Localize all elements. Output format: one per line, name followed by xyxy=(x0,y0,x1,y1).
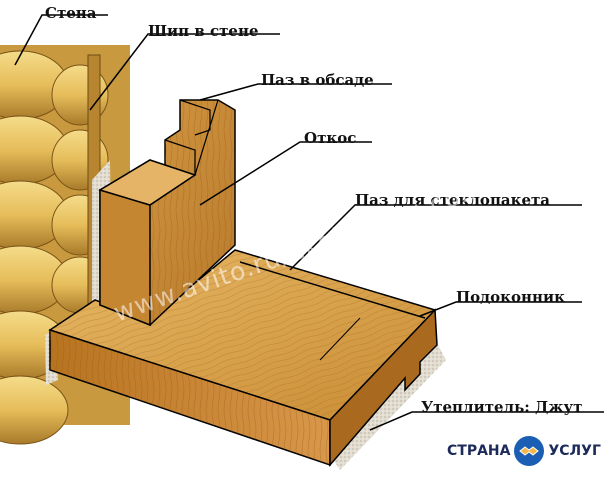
leader-lines xyxy=(14,14,604,431)
window-sill-board xyxy=(48,249,438,468)
label-wall-tenon: Шип в стене xyxy=(148,22,259,40)
window-jamb xyxy=(98,99,236,327)
leader-frame-groove xyxy=(199,83,392,101)
label-frame-groove: Паз в обсаде xyxy=(261,71,374,89)
handshake-icon xyxy=(514,436,545,466)
leader-glass-groove xyxy=(289,204,582,271)
strana-uslug-logo: СТРАНА УСЛУГ xyxy=(447,436,601,466)
leader-wall-tenon xyxy=(89,33,280,111)
logo-left-word: СТРАНА xyxy=(447,443,511,459)
logo-right-word: УСЛУГ xyxy=(548,443,601,459)
leader-insulation xyxy=(369,411,604,431)
label-wall: Стена xyxy=(45,4,97,22)
label-insulation: Утеплитель: Джут xyxy=(421,398,583,416)
label-sill: Подоконник xyxy=(456,288,565,306)
leader-jamb xyxy=(199,141,372,206)
leader-sill xyxy=(419,301,582,317)
label-glass-groove: Паз для стеклопакета xyxy=(355,191,551,209)
leader-wall xyxy=(14,14,108,66)
label-jamb: Откос xyxy=(304,129,357,147)
